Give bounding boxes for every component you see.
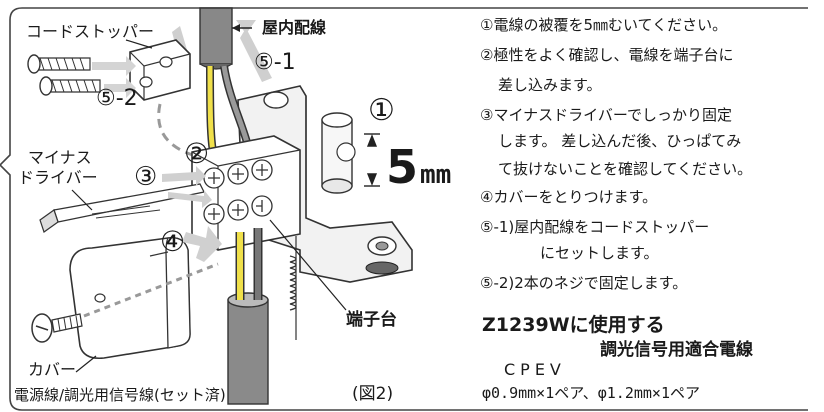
indoor-wiring-label: 屋内配線 [262, 18, 327, 37]
arrow-4 [182, 226, 222, 262]
spring-wire [289, 236, 297, 340]
cable-sizes: φ0.9mm×1ペア、φ1.2mm×1ペア [482, 384, 700, 402]
circle-1-marker: ① [368, 93, 395, 128]
model-line: Z1239Wに使用する [482, 314, 665, 336]
circle-4-marker: ④ [160, 225, 186, 258]
step-4-text: ④カバーをとりつけます。 [480, 188, 658, 206]
cover-label: カバー [28, 360, 77, 379]
terminal-leader [269, 219, 347, 311]
driver-leader [71, 189, 93, 211]
screw-guide [83, 262, 219, 318]
step-5-2-marker: ⑤-2 [96, 86, 138, 111]
strip-length-marker [364, 133, 380, 187]
step-3-text: ③マイナスドライバーでしっかり固定 [480, 106, 732, 124]
cord-stopper-label: コードストッパー [26, 22, 155, 41]
arrow-3 [162, 166, 212, 208]
cover-leader [75, 355, 97, 373]
step-3-text-cont2: て抜けないことを確認してください。 [498, 160, 753, 178]
step-1-text: ①電線の被覆を5㎜むいてください。 [480, 16, 728, 34]
cover-screw [31, 313, 83, 343]
outer-frame [0, 7, 808, 411]
step-3-text-cont: します。 差し込んだ後、ひっぱてみ [498, 132, 742, 150]
power-line-label: 電源線/調光用信号線(セット済) [14, 386, 226, 404]
minus-driver-label-2: ドライバー [18, 168, 98, 187]
terminal-block [191, 135, 301, 251]
power-cable [227, 228, 269, 405]
circle-2-marker: ② [184, 137, 210, 170]
step-5-1-marker: ⑤-1 [254, 50, 296, 75]
mm-unit: mm [420, 160, 452, 190]
step-2-text: ②極性をよく確認し、電線を端子台に [480, 46, 734, 64]
stopper-screws [27, 54, 136, 98]
cord-stopper [129, 39, 191, 101]
cable-type: CPEV [504, 360, 566, 379]
cord-stopper-leader [125, 39, 153, 49]
five-mm-number: 5 [386, 140, 419, 194]
step-5-1-text-cont: にセットします。 [540, 244, 659, 262]
ground-post [321, 112, 356, 194]
minus-driver-label-1: マイナス [28, 148, 92, 167]
step-2-text-cont: 差し込みます。 [498, 76, 602, 94]
figure-label: (図2) [352, 384, 394, 404]
step-5-1-text: ⑤-1)屋内配線をコードストッパー [480, 218, 710, 236]
cable-title: 調光信号用適合電線 [600, 340, 753, 360]
step-5-2-text: ⑤-2)2本のネジで固定します。 [480, 274, 688, 292]
circle-3-marker: ③ [134, 162, 158, 192]
terminal-block-label: 端子台 [346, 310, 397, 330]
